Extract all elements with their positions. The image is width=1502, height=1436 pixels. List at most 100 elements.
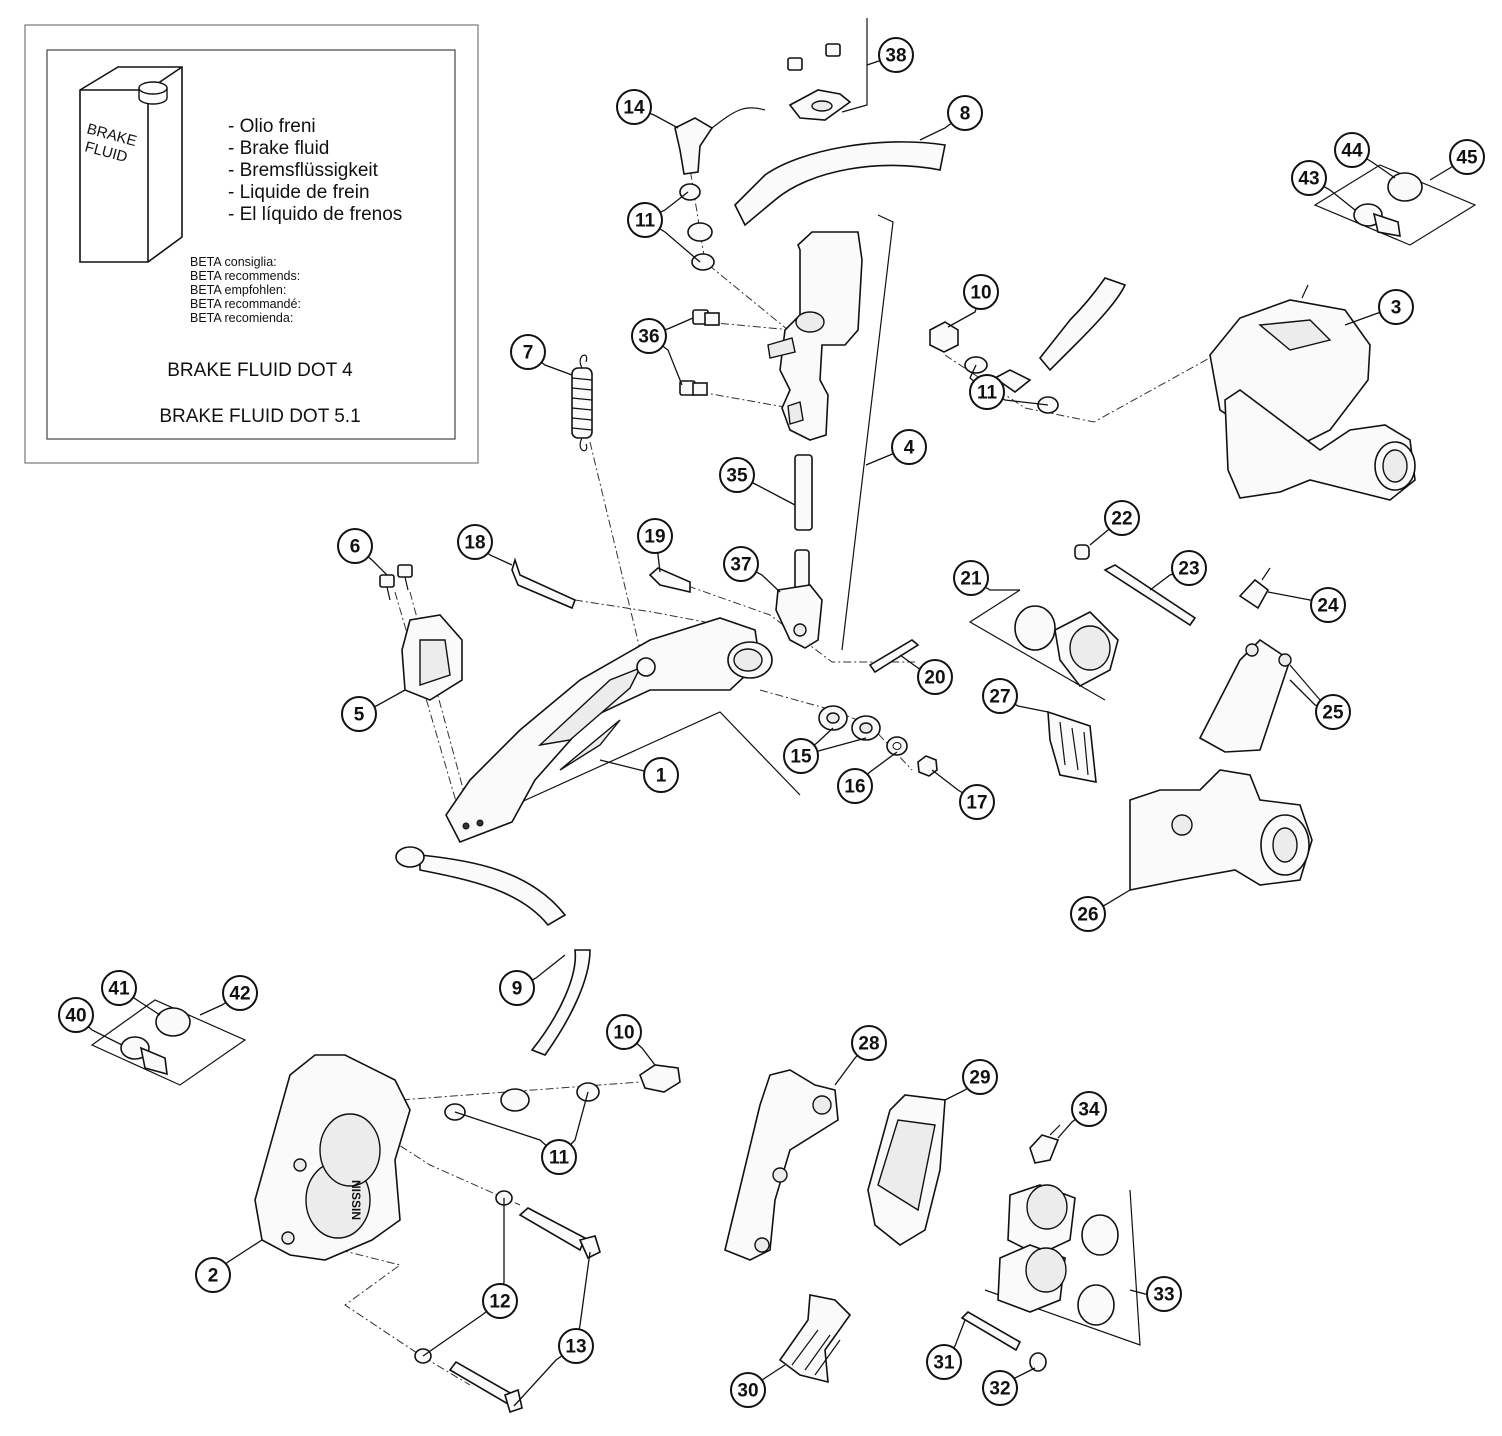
callout-number: 45 <box>1456 148 1478 169</box>
callout-33: 33 <box>1146 1276 1182 1312</box>
callout-11a: 11 <box>627 202 663 238</box>
recommends-fr: BETA recommandé: <box>190 297 301 311</box>
brake-pedal-lever <box>445 617 773 844</box>
callout-10a: 10 <box>963 274 999 310</box>
callout-circle <box>947 95 983 131</box>
callout-29: 29 <box>962 1059 998 1095</box>
callout-number: 33 <box>1153 1285 1174 1306</box>
callout-23: 23 <box>1171 550 1207 586</box>
callout-circle <box>1070 896 1106 932</box>
callout-circle <box>637 518 673 554</box>
front-pad-spring <box>778 1294 852 1384</box>
washer <box>886 736 908 756</box>
callout-number: 11 <box>635 211 656 232</box>
callout-number: 31 <box>933 1353 955 1374</box>
callout-25: 25 <box>1315 694 1351 730</box>
fluid-name-it: - Olio freni <box>228 116 316 137</box>
callout-15: 15 <box>783 738 819 774</box>
rear-caliper-bracket <box>1129 769 1313 891</box>
callout-number: 38 <box>885 46 906 67</box>
callout-circle <box>982 678 1018 714</box>
callout-circle <box>606 1014 642 1050</box>
callout-number: 44 <box>1341 141 1363 162</box>
callout-number: 8 <box>960 104 971 125</box>
callout-circle <box>1378 289 1414 325</box>
reservoir-banjo <box>674 107 766 175</box>
brake-fluid-legend: BRAKE FLUID - Olio freni - Brake fluid -… <box>24 24 479 464</box>
upper-hose <box>734 141 946 227</box>
callout-6: 6 <box>337 528 373 564</box>
clevis <box>775 584 823 649</box>
fluid-name-fr: - Liquide de frein <box>228 182 370 203</box>
callout-44: 44 <box>1334 132 1370 168</box>
fluid-spec-dot4: BRAKE FLUID DOT 4 <box>167 360 353 381</box>
callout-number: 10 <box>970 283 991 304</box>
callout-number: 1 <box>656 766 667 787</box>
callout-circle <box>627 202 663 238</box>
callout-circle <box>101 970 137 1006</box>
recommends-it: BETA consiglia: <box>190 255 277 269</box>
callout-circle <box>982 1370 1018 1406</box>
callout-30: 30 <box>730 1372 766 1408</box>
callout-number: 26 <box>1077 905 1098 926</box>
front-bleeder <box>1029 1124 1061 1164</box>
callout-22: 22 <box>1104 500 1140 536</box>
callout-circle <box>195 1257 231 1293</box>
callout-circle <box>953 560 989 596</box>
callout-circle <box>222 975 258 1011</box>
callout-circle <box>917 659 953 695</box>
callout-circle <box>341 696 377 732</box>
callout-number: 2 <box>208 1266 219 1287</box>
clip <box>648 567 691 594</box>
callout-number: 19 <box>644 527 665 548</box>
callout-14: 14 <box>616 89 652 125</box>
callout-circle <box>891 429 927 465</box>
callout-5: 5 <box>341 696 377 732</box>
callout-27: 27 <box>982 678 1018 714</box>
callout-19: 19 <box>637 518 673 554</box>
callout-1: 1 <box>643 757 679 793</box>
callout-9: 9 <box>499 970 535 1006</box>
callout-circle <box>1071 1091 1107 1127</box>
callout-number: 21 <box>960 569 982 590</box>
callout-circle <box>926 1344 962 1380</box>
fluid-spec-dot51: BRAKE FLUID DOT 5.1 <box>159 406 360 427</box>
callout-circle <box>337 528 373 564</box>
brake-fluid-can-icon: BRAKE FLUID <box>79 66 183 263</box>
callout-28: 28 <box>851 1025 887 1061</box>
callout-circle <box>723 546 759 582</box>
callout-13: 13 <box>558 1328 594 1364</box>
callout-11c: 11 <box>541 1139 577 1175</box>
callout-16: 16 <box>837 768 873 804</box>
callout-circle <box>631 318 667 354</box>
rear-bleeder <box>1238 567 1271 610</box>
callout-circle <box>1171 550 1207 586</box>
reservoir-cap <box>787 43 852 121</box>
front-caliper-bracket <box>724 1069 839 1261</box>
callout-26: 26 <box>1070 896 1106 932</box>
callout-number: 16 <box>844 777 865 798</box>
callout-circle <box>1291 160 1327 196</box>
callout-number: 34 <box>1078 1100 1100 1121</box>
callout-circle <box>719 457 755 493</box>
callout-circle <box>457 524 493 560</box>
caliper-brand-mark: NISSIN <box>349 1180 363 1220</box>
callout-circle <box>1449 139 1485 175</box>
fluid-name-es: - El líquido de frenos <box>228 204 402 225</box>
rear-pistons <box>1014 605 1119 688</box>
callout-7: 7 <box>510 334 546 370</box>
callout-number: 36 <box>638 327 659 348</box>
callout-31: 31 <box>926 1344 962 1380</box>
callout-number: 6 <box>350 537 361 558</box>
callout-24: 24 <box>1310 587 1346 623</box>
front-banjo-bolt <box>639 1064 681 1093</box>
callout-number: 28 <box>858 1034 879 1055</box>
recommends-es: BETA recomienda: <box>190 311 293 325</box>
callout-40: 40 <box>58 997 94 1033</box>
callout-36: 36 <box>631 318 667 354</box>
callout-12: 12 <box>482 1283 518 1319</box>
rear-slide-pin <box>1074 544 1197 627</box>
nut <box>917 755 938 777</box>
